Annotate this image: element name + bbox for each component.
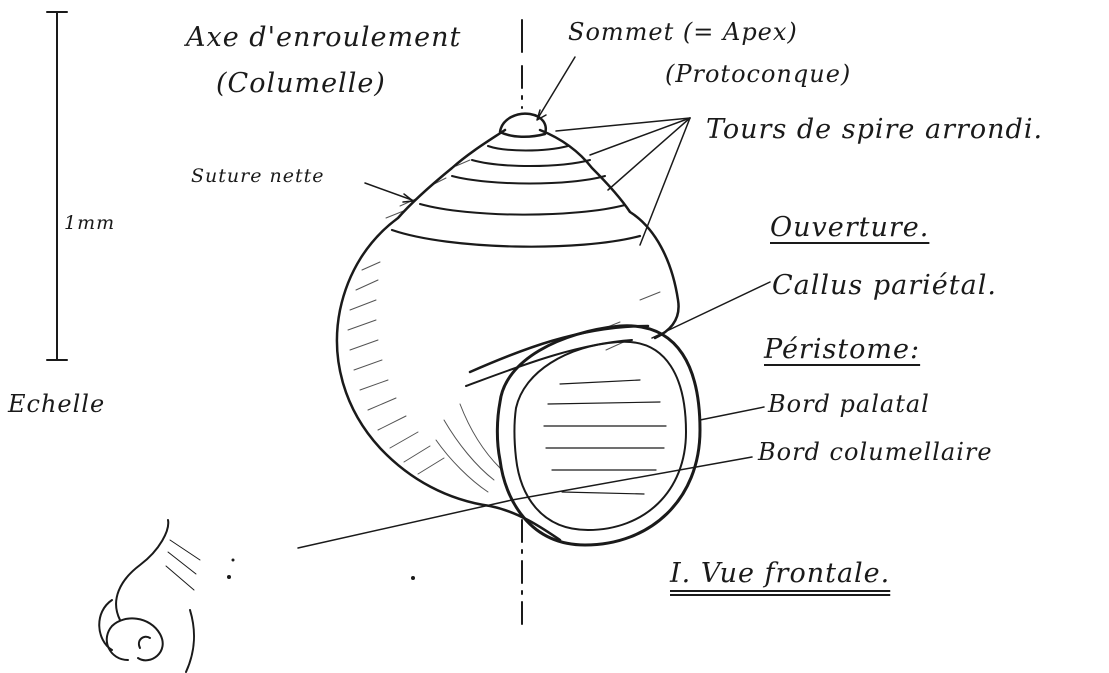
aperture-heading: Ouverture. bbox=[770, 212, 929, 243]
stipple-dots bbox=[227, 559, 415, 581]
parietal-callus-label: Callus pariétal. bbox=[772, 270, 997, 301]
palatal-margin-label: Bord palatal bbox=[768, 390, 930, 418]
columella-label: (Columelle) bbox=[216, 68, 386, 99]
scale-bar bbox=[47, 12, 67, 360]
cross-section-sketch bbox=[99, 520, 200, 672]
columellar-margin-label: Bord columellaire bbox=[758, 438, 993, 466]
apex-label: Sommet (= Apex) bbox=[568, 18, 798, 46]
suture-label: Suture nette bbox=[191, 165, 325, 187]
axis-label: Axe d'enroulement bbox=[186, 22, 461, 53]
peristome-heading: Péristome: bbox=[764, 334, 920, 365]
view-title: I. Vue frontale. bbox=[670, 558, 890, 589]
scale-value: 1mm bbox=[64, 212, 115, 234]
whorls-label: Tours de spire arrondi. bbox=[706, 114, 1043, 145]
protoconch-label: (Protoconque) bbox=[665, 60, 851, 88]
aperture bbox=[466, 326, 700, 545]
scale-caption: Echelle bbox=[8, 390, 105, 418]
